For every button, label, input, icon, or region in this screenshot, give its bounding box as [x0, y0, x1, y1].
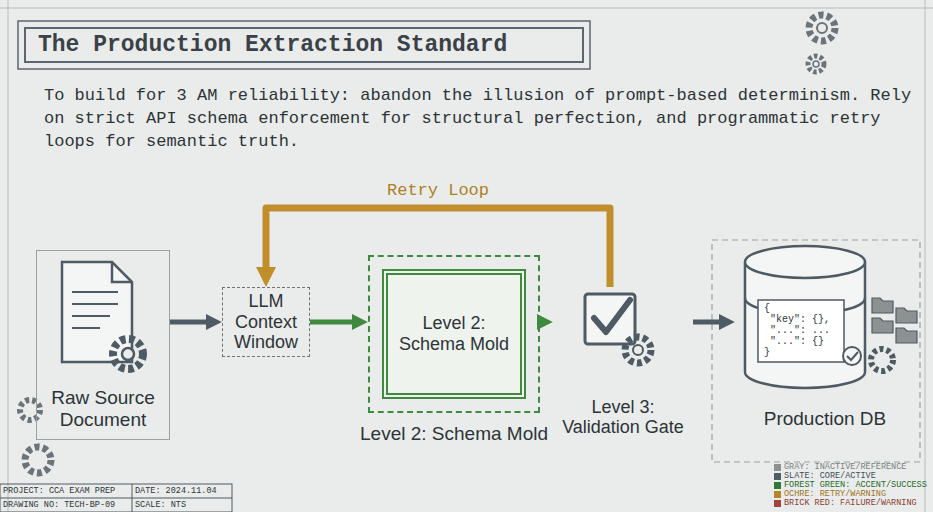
- node-label: LLM Context Window: [226, 291, 306, 353]
- legend-text: OCHRE: RETRY/WARNING: [784, 490, 886, 499]
- context-window-box: LLM Context Window: [222, 287, 310, 357]
- gear-icon: [808, 15, 835, 72]
- gear-teeth: [809, 15, 835, 41]
- folder-icon: [896, 328, 917, 343]
- gear-teeth: [25, 447, 51, 473]
- text-line: [72, 327, 100, 329]
- document-lines: [72, 292, 118, 328]
- title-outer-frame: [18, 21, 590, 69]
- legend-swatch: [774, 500, 781, 507]
- gear-teeth: [20, 400, 40, 420]
- frame-line: [925, 0, 926, 512]
- gear-hub: [813, 61, 819, 67]
- db-status-icons: [843, 347, 893, 371]
- gear-hub: [633, 345, 643, 355]
- legend-swatch: [774, 482, 781, 489]
- production-db: Production DB: [735, 245, 915, 440]
- db-region-outline: [712, 240, 920, 462]
- check-circle: [843, 347, 861, 365]
- folder-icons: [872, 298, 917, 343]
- legend-row: OCHRE: RETRY/WARNING: [774, 490, 886, 499]
- title-block-frame: [0, 484, 232, 512]
- validation-gate: Level 3: Validation Gate: [553, 287, 693, 442]
- flow-arrow: [170, 320, 209, 325]
- node-label: Production DB: [739, 408, 911, 430]
- check-mark: [847, 352, 858, 360]
- legend-text: FOREST GREEN: ACCENT/SUCCESS: [784, 481, 927, 490]
- legend-row: GRAY: INACTIVE/REFERENCE: [774, 463, 906, 472]
- title-block-cell: DRAWING NO: TECH-BP-09: [3, 500, 131, 510]
- json-snippet: "key": {},: [770, 314, 842, 326]
- gear-hub: [122, 348, 134, 360]
- legend-swatch: [774, 464, 781, 471]
- legend-swatch: [774, 473, 781, 480]
- intro-paragraph: To build for 3 AM reliability: abandon t…: [44, 84, 919, 153]
- gear-teeth: [625, 337, 651, 363]
- title-block-rule: [132, 484, 133, 512]
- page-title: The Production Extraction Standard: [24, 27, 584, 63]
- json-snippet: {: [764, 303, 840, 315]
- text-line: [72, 291, 118, 293]
- title-block-cell: PROJECT: CCA EXAM PREP: [3, 486, 131, 496]
- document-fold: [112, 262, 132, 282]
- title-block-cell: DATE: 2024.11.04: [135, 486, 231, 496]
- document-sheet: [62, 262, 132, 362]
- text-line: [72, 303, 118, 305]
- legend-row: BRICK RED: FAILURE/WARNING: [774, 499, 917, 508]
- text-line: [72, 315, 110, 317]
- db-region: [712, 240, 920, 462]
- legend-text: GRAY: INACTIVE/REFERENCE: [784, 463, 906, 472]
- flow-arrow: [693, 320, 722, 325]
- edge-label: Retry Loop: [387, 181, 489, 200]
- check-box: [585, 294, 635, 344]
- flow-arrow: [310, 320, 355, 325]
- check-mark: [594, 300, 630, 332]
- legend-swatch: [774, 491, 781, 498]
- json-card: [758, 300, 844, 362]
- title-block-rule: [0, 498, 232, 499]
- json-snippet: "...": {}: [770, 336, 842, 348]
- cylinder-top: [745, 246, 865, 278]
- legend-text: BRICK RED: FAILURE/WARNING: [784, 499, 917, 508]
- node-caption: Level 2: Schema Mold: [359, 423, 549, 445]
- title-frame: [18, 21, 590, 69]
- node-label: Level 2: Schema Mold: [378, 313, 530, 354]
- schema-mold-box: Level 2: Schema MoldLevel 2: Schema Mold: [368, 255, 540, 413]
- gear-teeth: [808, 56, 824, 72]
- title-block: [0, 484, 232, 512]
- json-snippet: "...": ...: [770, 325, 842, 337]
- source-document-box: Raw Source Document: [36, 250, 170, 440]
- folder-icon: [896, 308, 917, 323]
- document-icon: [62, 262, 143, 369]
- gear-teeth: [113, 339, 143, 369]
- node-label: Raw Source Document: [43, 387, 163, 431]
- legend-row: FOREST GREEN: ACCENT/SUCCESS: [774, 481, 927, 490]
- node-label: Level 3: Validation Gate: [555, 397, 691, 438]
- legend-text: SLATE: CORE/ACTIVE: [784, 472, 876, 481]
- cylinder-body: [745, 262, 865, 388]
- database-cylinder: [745, 246, 865, 388]
- title-block-cell: SCALE: NTS: [135, 500, 231, 510]
- frame-line: [8, 0, 9, 512]
- folder-icon: [872, 298, 893, 313]
- validation-icon: [585, 294, 651, 363]
- json-snippet: }: [764, 347, 840, 359]
- legend-row: SLATE: CORE/ACTIVE: [774, 472, 876, 481]
- frame-line: [0, 8, 933, 9]
- gear-teeth: [871, 349, 893, 371]
- folder-icon: [872, 318, 893, 333]
- gear-hub: [817, 23, 827, 33]
